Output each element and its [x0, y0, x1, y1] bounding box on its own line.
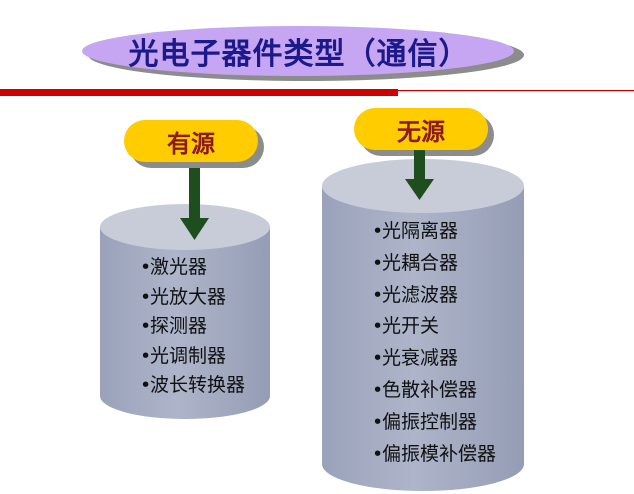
list-item: •光滤波器: [372, 283, 459, 306]
list-item: •波长转换器: [140, 374, 246, 396]
page-title: 光电子器件类型（通信）: [128, 37, 470, 72]
active-cylinder: [100, 204, 270, 419]
list-item: •光耦合器: [372, 251, 459, 274]
passive-label: 无源: [397, 116, 445, 146]
list-item: •光调制器: [140, 344, 227, 367]
list-item: •光开关: [372, 315, 440, 338]
passive-device-list: •光隔离器 •光耦合器 •光滤波器 •光开关 •光衰减器 •色散补偿器 •偏振控…: [372, 216, 496, 470]
list-item: •偏振控制器: [372, 410, 478, 433]
list-item: •探测器: [140, 315, 208, 337]
list-item: •色散补偿器: [372, 378, 478, 401]
active-label: 有源: [167, 128, 215, 158]
active-device-list: •激光器 •光放大器 •探测器 •光调制器 •波长转换器: [140, 253, 245, 401]
passive-arrow: [405, 150, 434, 200]
title-banner: [82, 26, 514, 76]
passive-tag: [354, 108, 488, 150]
header-rule-thick: [0, 89, 398, 96]
list-item: •光放大器: [140, 285, 227, 308]
active-tag: [124, 120, 258, 162]
header-rule-thin: [398, 90, 634, 92]
list-item: •光隔离器: [372, 220, 459, 242]
active-arrow: [180, 168, 209, 240]
list-item: •激光器: [140, 256, 208, 278]
list-item: •偏振模补偿器: [372, 442, 497, 465]
list-item: •光衰减器: [372, 347, 459, 370]
